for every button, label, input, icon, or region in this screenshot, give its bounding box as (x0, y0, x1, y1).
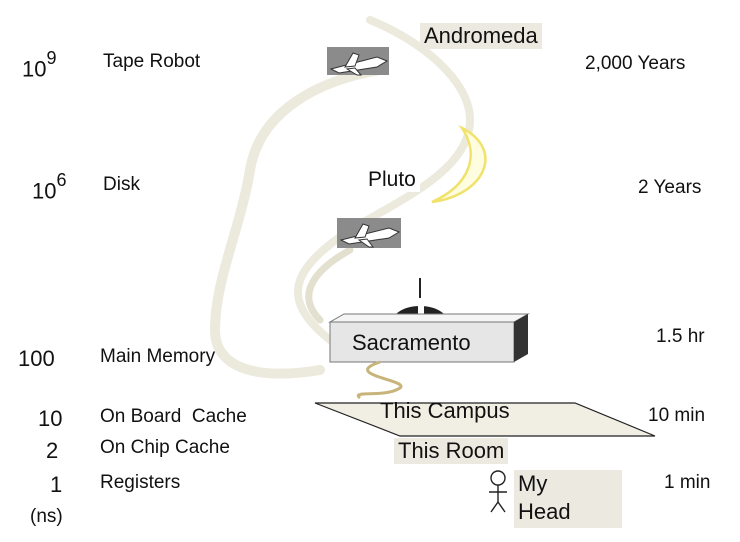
time-on-board-cache: 10 min (648, 405, 706, 426)
level-on-chip-cache: On Chip Cache (100, 437, 230, 458)
level-registers: Registers (100, 472, 181, 493)
road-path (356, 360, 403, 400)
magnitude-disk: 106 (32, 170, 67, 204)
magnitude-board-cache: 10 (38, 406, 63, 431)
stick-figure-icon (489, 470, 507, 513)
my-head-line1: My (518, 471, 548, 496)
moon-icon (431, 124, 487, 204)
time-registers: 1 min (664, 472, 711, 493)
level-tape-robot: Tape Robot (103, 51, 201, 72)
level-main-memory: Main Memory (100, 346, 216, 367)
plane-icon (337, 218, 401, 248)
campus-plane (314, 402, 656, 437)
level-disk: Disk (103, 174, 140, 195)
unit-label: (ns) (30, 506, 63, 527)
place-my-head: My Head (514, 470, 622, 528)
magnitude-memory: 100 (18, 346, 55, 371)
place-this-campus: This Campus (380, 398, 510, 423)
time-main-memory: 1.5 hr (656, 326, 705, 347)
travel-path-left (209, 65, 385, 379)
time-tape-robot: 2,000 Years (585, 53, 686, 74)
sacramento-block (328, 313, 530, 363)
level-on-board-cache: On Board Cache (100, 406, 247, 427)
my-head-line2: Head (518, 499, 571, 524)
magnitude-tape: 109 (22, 48, 57, 82)
place-this-room: This Room (394, 438, 509, 464)
place-pluto: Pluto (364, 168, 420, 192)
plane-icon (327, 47, 389, 76)
travel-path-right (294, 16, 475, 344)
place-sacramento: Sacramento (352, 330, 471, 355)
place-andromeda: Andromeda (420, 23, 542, 49)
travel-path-inner (305, 246, 354, 324)
time-disk: 2 Years (638, 177, 702, 198)
magnitude-registers: 1 (50, 472, 63, 497)
magnitude-chip-cache: 2 (46, 438, 59, 463)
